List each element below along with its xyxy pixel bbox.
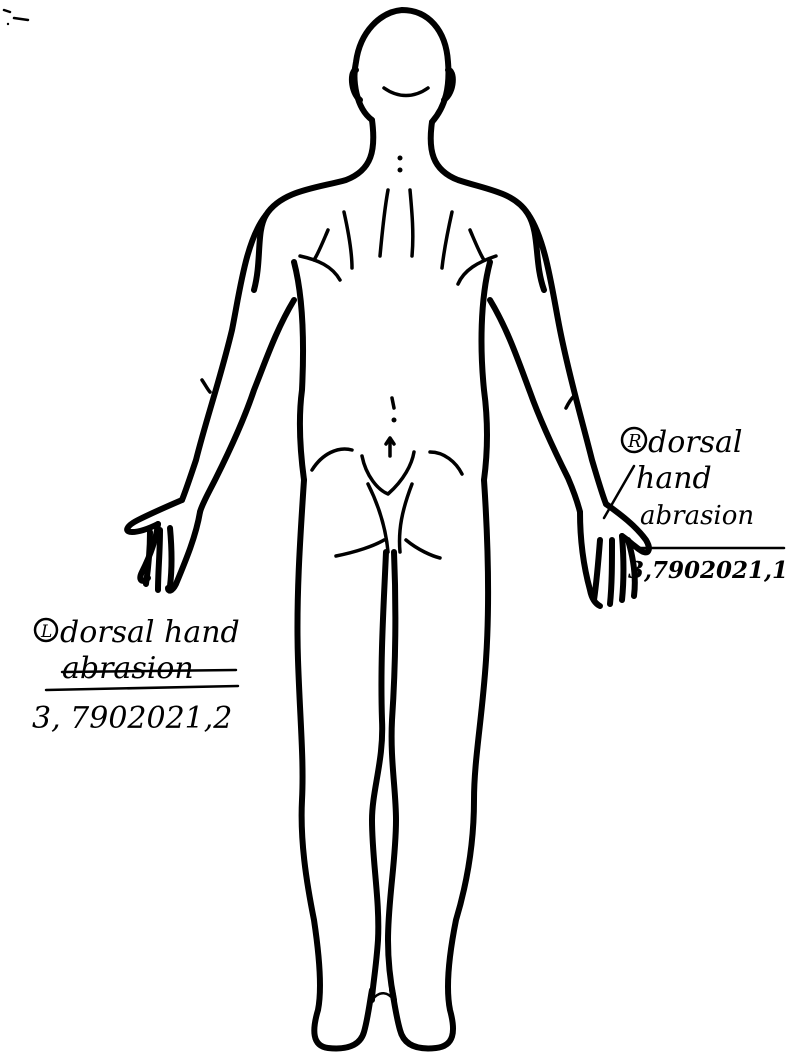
hand-left (127, 500, 200, 591)
arm-right (490, 214, 606, 512)
right-marker-letter: R (627, 431, 642, 452)
left-marker-letter: L (40, 622, 52, 642)
right-annotation-line2: hand (636, 461, 712, 496)
left-annotation-code: 3, 7902021,2 (32, 701, 232, 736)
arm-left (182, 215, 294, 512)
right-annotation-line1: dorsal (648, 425, 742, 460)
torso (254, 120, 544, 480)
head (352, 10, 453, 122)
left-annotation-line1: dorsal hand (60, 615, 240, 650)
right-annotation-line3: abrasion (640, 501, 754, 531)
left-underline (46, 686, 238, 690)
right-annotation-code: 3,7902021,1 (628, 557, 788, 584)
annotation-right-hand: R dorsal hand abrasion 3,7902021,1 (604, 425, 788, 584)
scan-marks (4, 10, 28, 25)
annotation-left-hand: L dorsal hand abrasion 3, 7902021,2 (32, 615, 240, 736)
left-annotation-line2: abrasion (62, 651, 194, 686)
hand-right (580, 504, 649, 606)
legs (297, 480, 488, 1048)
back-muscles (300, 190, 496, 456)
buttocks (312, 449, 462, 558)
